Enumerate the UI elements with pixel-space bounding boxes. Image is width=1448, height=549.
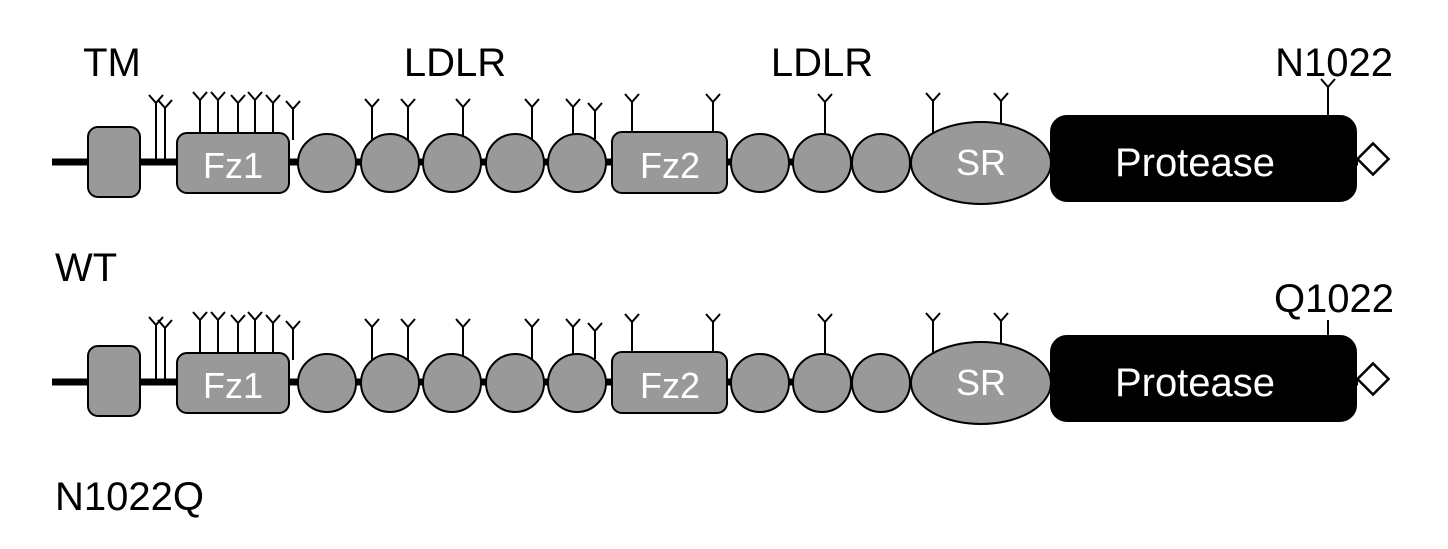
glyco-sites-fz2 xyxy=(624,313,721,352)
fz1-label: Fz1 xyxy=(203,365,263,406)
ldlr-repeat xyxy=(792,353,852,413)
glyco-sites-ldlr-first xyxy=(364,318,603,361)
tm-domain xyxy=(87,126,141,198)
site-label-wt: N1022 xyxy=(1275,41,1393,85)
glyco-sites-tm xyxy=(148,316,173,380)
tm-domain xyxy=(87,345,141,417)
fz1-domain xyxy=(176,132,290,194)
glyco-sites-ldlr-first xyxy=(364,98,603,141)
tm-label: TM xyxy=(83,41,141,85)
sr-label: SR xyxy=(956,142,1006,183)
glyco-sites-ldlr-second xyxy=(817,93,833,134)
ldlr-repeat xyxy=(297,133,357,193)
fz1-label: Fz1 xyxy=(203,145,263,186)
c-terminal-marker xyxy=(1355,361,1391,397)
ldlr-label-first: LDLR xyxy=(404,41,506,85)
fz2-label: Fz2 xyxy=(640,365,700,406)
ldlr-repeat xyxy=(422,353,482,413)
sr-label: SR xyxy=(956,362,1006,403)
ldlr-repeat xyxy=(547,133,607,193)
ldlr-repeat xyxy=(422,133,482,193)
glyco-sites-sr xyxy=(925,312,1009,353)
ldlr-repeat xyxy=(485,353,545,413)
ldlr-repeat xyxy=(297,353,357,413)
ldlr-repeat xyxy=(485,133,545,193)
glyco-sites-fz1 xyxy=(192,311,301,360)
glyco-sites-fz1 xyxy=(192,91,301,140)
ldlr-repeat xyxy=(730,353,790,413)
fz2-label: Fz2 xyxy=(640,145,700,186)
construct-wt: Fz1 Fz2 xyxy=(52,41,1393,205)
ldlr-repeat xyxy=(851,133,911,193)
ldlr-repeat xyxy=(851,353,911,413)
glyco-sites-fz2 xyxy=(624,93,721,132)
fz1-domain xyxy=(176,352,290,414)
site-label-n1022q: Q1022 xyxy=(1274,277,1394,321)
ldlr-repeat xyxy=(547,353,607,413)
protease-label: Protease xyxy=(1115,141,1275,185)
c-terminal-marker xyxy=(1355,141,1391,177)
ldlr-label-second: LDLR xyxy=(771,41,873,85)
construct-name-wt: WT xyxy=(55,246,117,290)
protease-domain xyxy=(1050,115,1357,202)
protease-domain xyxy=(1050,335,1357,422)
glyco-sites-ldlr-second xyxy=(817,313,833,354)
ldlr-repeat xyxy=(792,133,852,193)
glyco-sites-sr xyxy=(925,92,1009,133)
protease-label: Protease xyxy=(1115,361,1275,405)
ldlr-repeat xyxy=(730,133,790,193)
ldlr-repeat xyxy=(360,353,420,413)
glyco-site-n1022 xyxy=(1320,78,1336,116)
fz2-domain xyxy=(611,351,728,414)
construct-n1022q: Fz1 Fz2 xyxy=(52,277,1394,425)
fz2-domain xyxy=(611,131,728,194)
construct-name-n1022q: N1022Q xyxy=(55,475,204,519)
glyco-sites-tm xyxy=(148,94,173,160)
ldlr-repeat xyxy=(360,133,420,193)
